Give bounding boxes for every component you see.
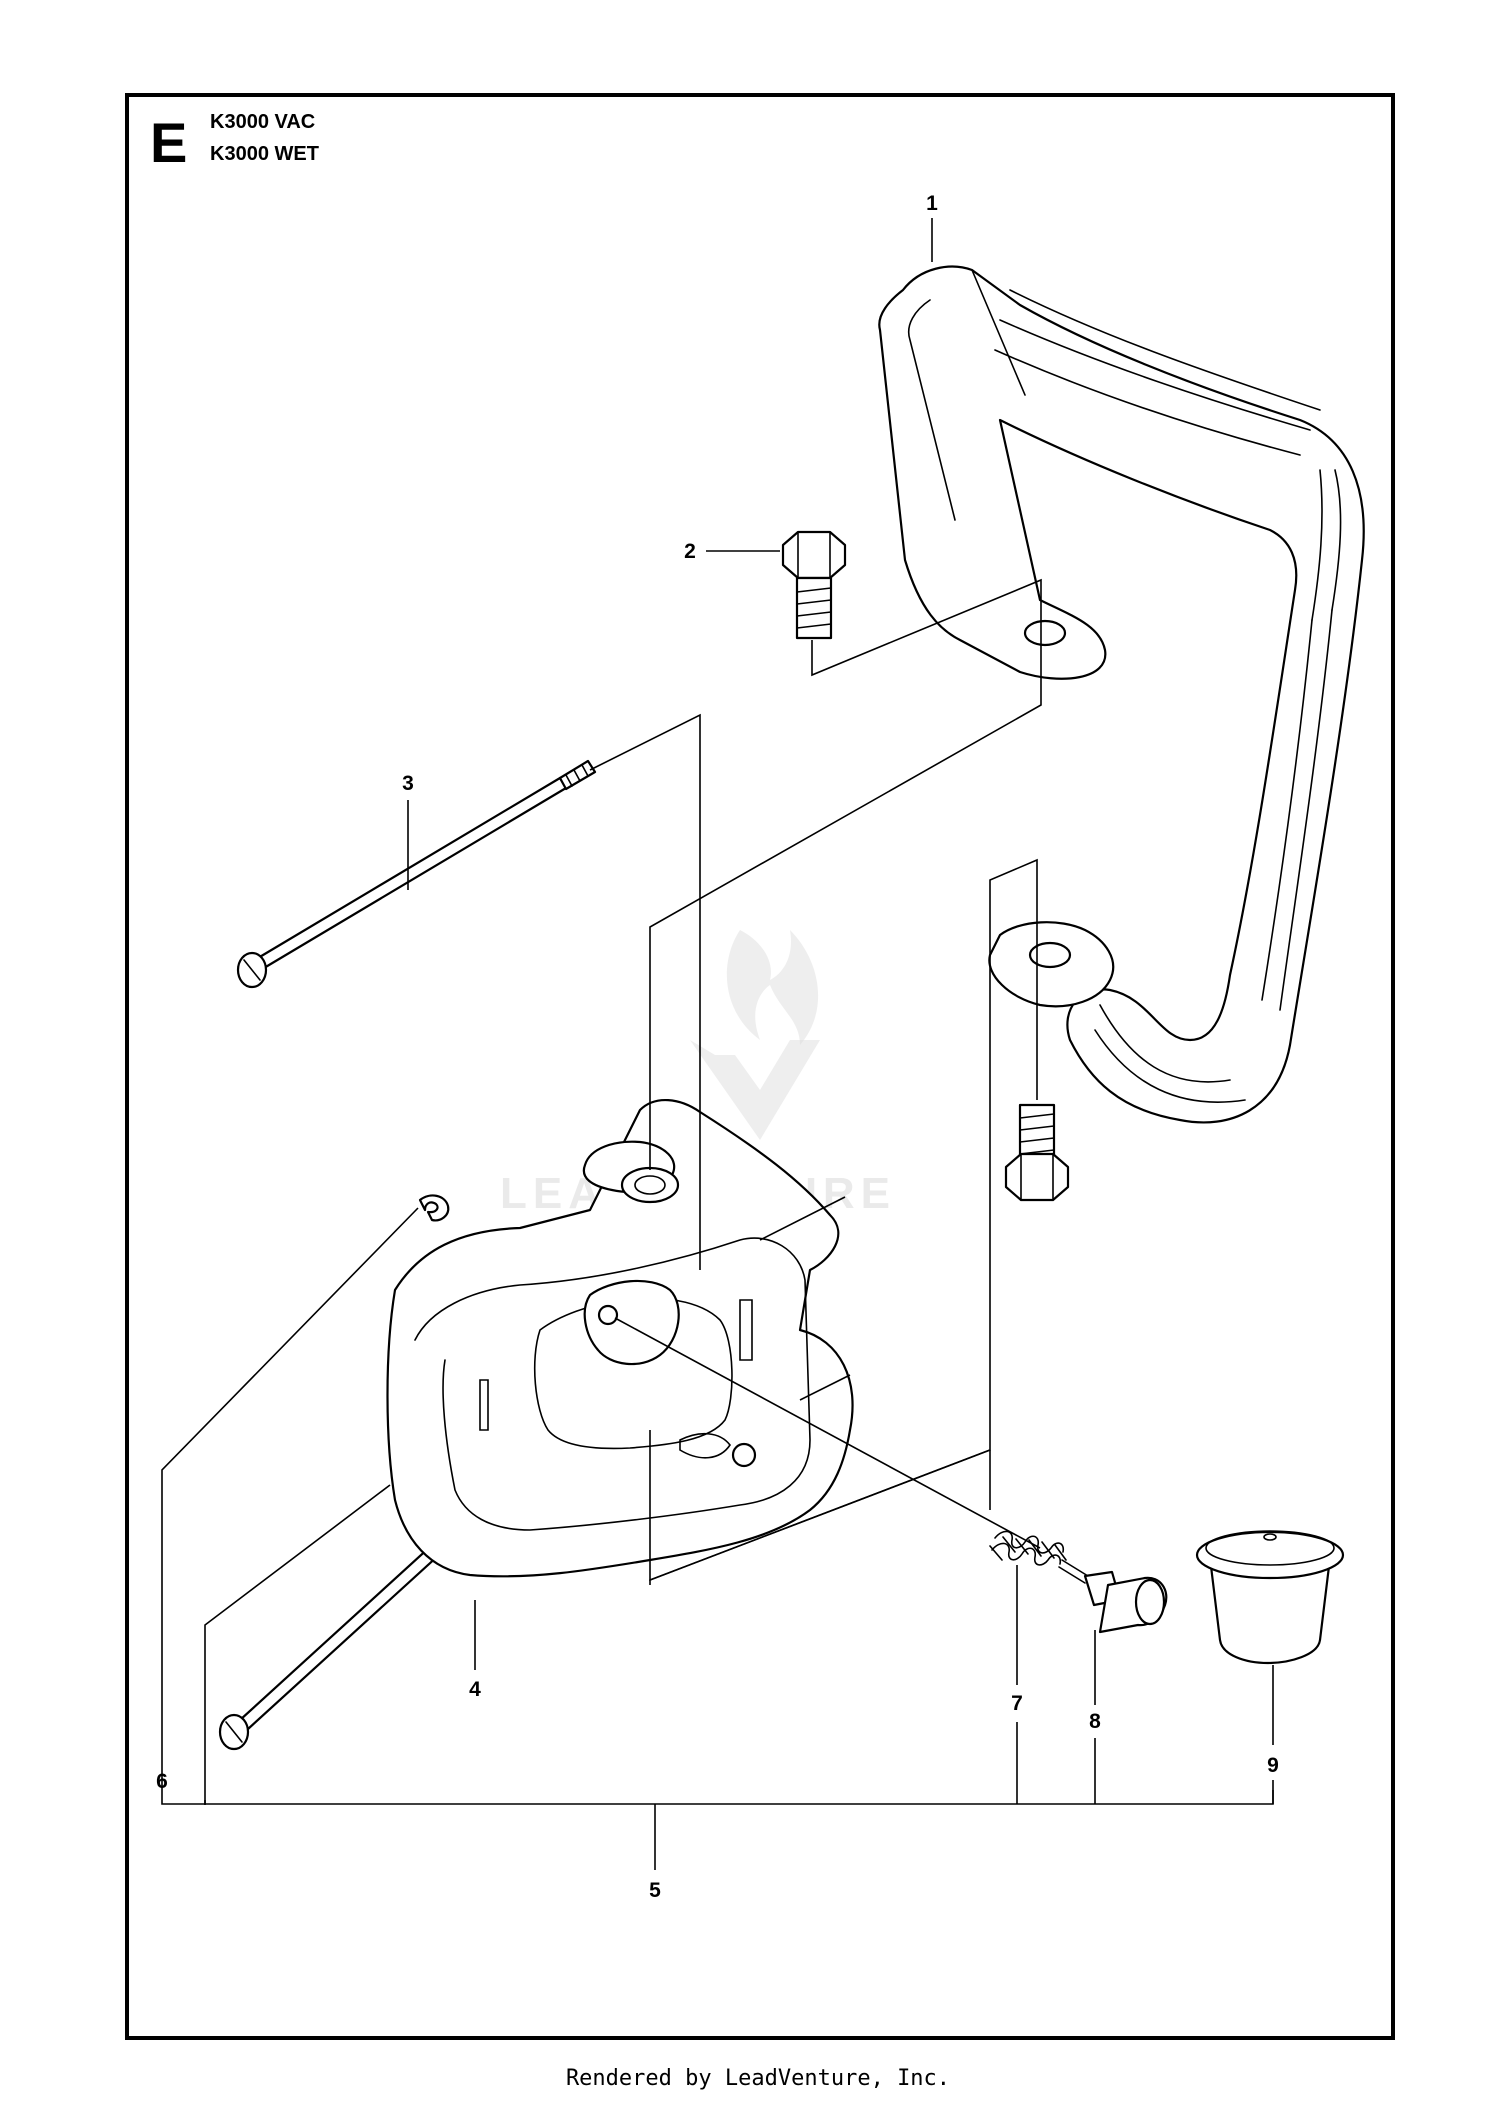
diagram-frame [125,93,1395,2040]
part-5-housing [386,1098,854,1578]
callout-3: 3 [402,772,414,795]
model-label-vac: K3000 VAC [210,111,315,133]
callout-2: 2 [684,540,696,563]
callout-6: 6 [156,1770,168,1793]
callout-1: 1 [926,192,938,215]
part-1-handle [878,265,1365,1124]
part-3-screw [236,759,597,989]
callout-9: 9 [1267,1754,1279,1777]
callout-4: 4 [469,1678,481,1701]
housing-bushing [620,1166,680,1204]
part-2-bolt-lower [1004,1103,1070,1202]
leader-lines [161,218,1274,1870]
model-label-wet: K3000 WET [210,143,319,165]
section-letter: E [150,111,187,174]
part-7-spring [989,1530,1067,1566]
callout-8: 8 [1089,1710,1101,1733]
part-8-pin [1058,1559,1168,1634]
handle-lower-hole [1028,941,1072,969]
callout-7: 7 [1011,1692,1023,1715]
part-2-bolt [781,530,847,640]
watermark-logo [690,930,820,1140]
part-6-clip [418,1194,450,1222]
part-9-cap [1195,1530,1345,1665]
footer-credit: Rendered by LeadVenture, Inc. [566,2066,950,2091]
callout-5: 5 [649,1879,661,1902]
handle-upper-hole [1023,619,1067,647]
